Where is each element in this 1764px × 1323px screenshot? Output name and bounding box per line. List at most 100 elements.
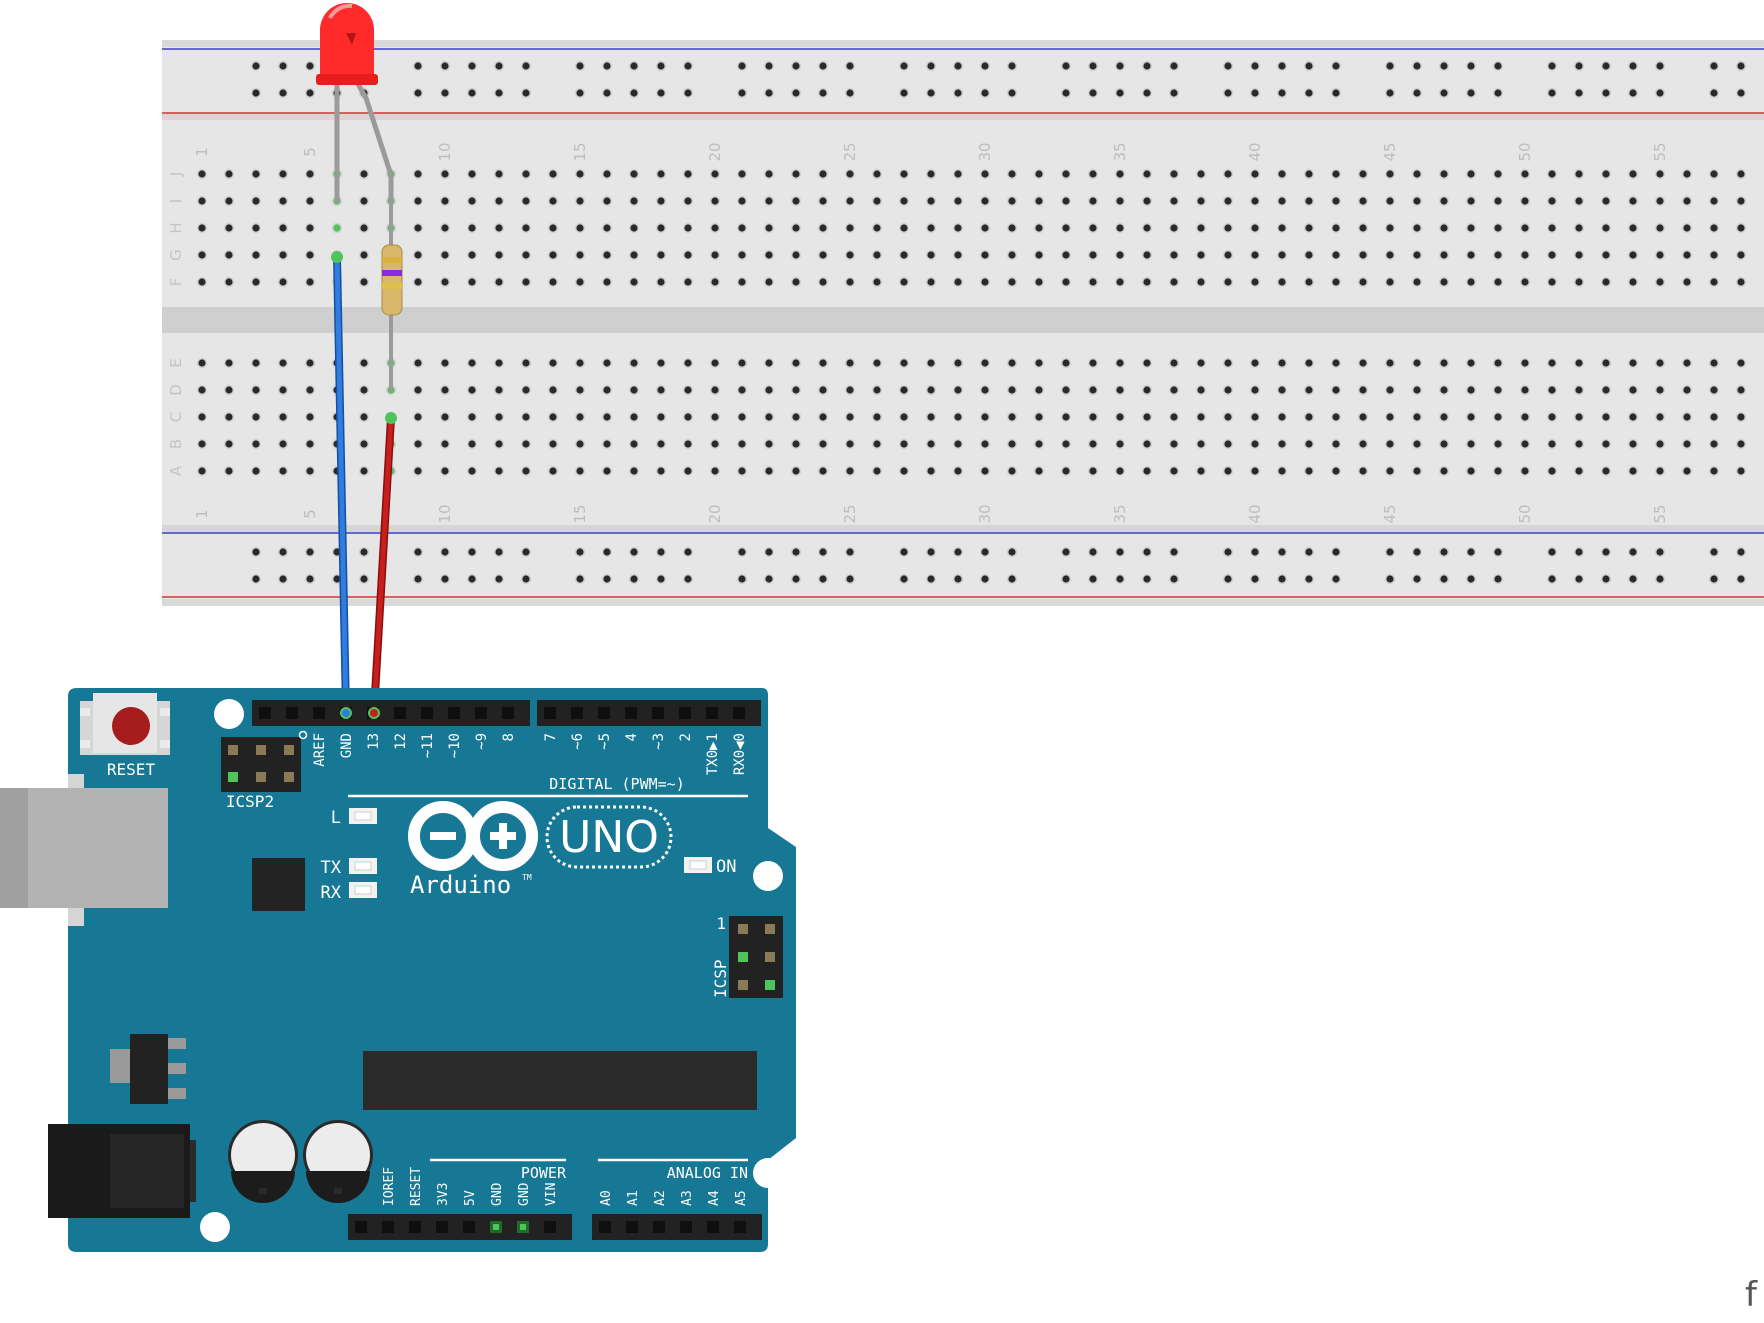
- pin13-wire[interactable]: [371, 415, 394, 715]
- header-pin[interactable]: [463, 1221, 475, 1233]
- rail-hole-socket: [1656, 62, 1664, 70]
- breadboard-hole-socket: [1008, 224, 1016, 232]
- rail-hole-socket: [657, 62, 665, 70]
- header-pin[interactable]: [544, 707, 556, 719]
- column-number: 25: [841, 142, 859, 161]
- icsp2-pin[interactable]: [284, 745, 294, 755]
- header-pin[interactable]: [598, 707, 610, 719]
- breadboard-hole-socket: [1089, 170, 1097, 178]
- header-pin[interactable]: [625, 707, 637, 719]
- icsp2-pin[interactable]: [228, 772, 238, 782]
- icsp-pin[interactable]: [738, 980, 748, 990]
- logo-plus-ring: [468, 801, 538, 871]
- breadboard-hole-socket: [873, 197, 881, 205]
- icsp2-pin[interactable]: [256, 745, 266, 755]
- breadboard-hole-socket: [576, 278, 584, 286]
- header-pin[interactable]: [626, 1221, 638, 1233]
- breadboard-hole-socket: [954, 197, 962, 205]
- icsp2-pin[interactable]: [256, 772, 266, 782]
- breadboard-hole-socket: [684, 386, 692, 394]
- mounting-hole: [214, 699, 244, 729]
- header-pin[interactable]: [706, 707, 718, 719]
- reset-button[interactable]: [80, 693, 170, 755]
- header-pin[interactable]: [259, 707, 271, 719]
- rail-hole-socket: [252, 548, 260, 556]
- breadboard-hole-socket: [1251, 440, 1259, 448]
- rail-hole-socket: [522, 548, 530, 556]
- icsp-pin[interactable]: [765, 924, 775, 934]
- breadboard-hole-socket: [927, 467, 935, 475]
- breadboard-hole-socket: [1710, 170, 1718, 178]
- rail-hole-socket: [1116, 575, 1124, 583]
- breadboard-hole-socket: [1629, 170, 1637, 178]
- rail-hole-socket: [1440, 89, 1448, 97]
- header-pin[interactable]: [599, 1221, 611, 1233]
- header-pin[interactable]: [707, 1221, 719, 1233]
- breadboard-hole-socket: [1170, 197, 1178, 205]
- breadboard-hole-socket: [900, 386, 908, 394]
- header-pin[interactable]: [382, 1221, 394, 1233]
- breadboard-hole-socket: [1062, 197, 1070, 205]
- digital-pin-header[interactable]: [252, 700, 761, 726]
- header-pin[interactable]: [286, 707, 298, 719]
- breadboard-hole-socket: [1494, 197, 1502, 205]
- breadboard-hole-socket: [279, 386, 287, 394]
- header-pin[interactable]: [502, 707, 514, 719]
- rail-hole-socket: [1143, 548, 1151, 556]
- analog-pin-header[interactable]: [592, 1214, 762, 1240]
- icsp-pin[interactable]: [738, 952, 748, 962]
- led[interactable]: [316, 3, 394, 203]
- header-pin[interactable]: [653, 1221, 665, 1233]
- icsp2-pin[interactable]: [228, 745, 238, 755]
- icsp-pin[interactable]: [765, 980, 775, 990]
- rail-hole-socket: [279, 62, 287, 70]
- rail-hole-socket: [1413, 548, 1421, 556]
- header-pin[interactable]: [475, 707, 487, 719]
- rail-hole-socket: [1629, 548, 1637, 556]
- gnd-wire[interactable]: [334, 254, 349, 715]
- breadboard-hole-socket: [1602, 251, 1610, 259]
- rail-hole-socket: [468, 575, 476, 583]
- breadboard-hole-socket: [360, 251, 368, 259]
- header-pin[interactable]: [571, 707, 583, 719]
- rail-hole-socket: [1143, 62, 1151, 70]
- rail-hole-socket: [1467, 548, 1475, 556]
- breadboard-hole-socket: [1251, 386, 1259, 394]
- header-pin[interactable]: [733, 707, 745, 719]
- breadboard-hole-socket: [1170, 251, 1178, 259]
- digital-pin-label: GND: [339, 733, 355, 758]
- resistor-band-1: [382, 257, 402, 263]
- usb-interface-chip: [252, 858, 305, 911]
- rail-hole-socket: [279, 548, 287, 556]
- resistor-body: [381, 244, 403, 316]
- icsp2-pin[interactable]: [284, 772, 294, 782]
- resistor[interactable]: [381, 203, 403, 391]
- icsp2-header[interactable]: [221, 737, 301, 792]
- header-pin[interactable]: [436, 1221, 448, 1233]
- header-pin[interactable]: [409, 1221, 421, 1233]
- header-pin[interactable]: [544, 1221, 556, 1233]
- breadboard-hole-socket: [792, 413, 800, 421]
- header-pin[interactable]: [394, 707, 406, 719]
- header-pin[interactable]: [652, 707, 664, 719]
- header-pin[interactable]: [679, 707, 691, 719]
- header-pin[interactable]: [734, 1221, 746, 1233]
- header-pin[interactable]: [448, 707, 460, 719]
- breadboard-hole-socket: [1197, 251, 1205, 259]
- header-pin[interactable]: [355, 1221, 367, 1233]
- icsp-pin[interactable]: [738, 924, 748, 934]
- header-pin[interactable]: [313, 707, 325, 719]
- row-letter: H: [167, 222, 185, 233]
- breadboard-hole-socket: [279, 224, 287, 232]
- breadboard-hole-socket: [1683, 413, 1691, 421]
- icsp-pin[interactable]: [765, 952, 775, 962]
- header-pin[interactable]: [421, 707, 433, 719]
- header-pin[interactable]: [680, 1221, 692, 1233]
- breadboard-hole-socket: [1737, 197, 1745, 205]
- digital-pin-label: 2: [678, 733, 694, 741]
- digital-pin-label: ~5: [597, 733, 613, 750]
- power-pin-header[interactable]: [348, 1214, 572, 1240]
- icsp-header[interactable]: [729, 916, 783, 998]
